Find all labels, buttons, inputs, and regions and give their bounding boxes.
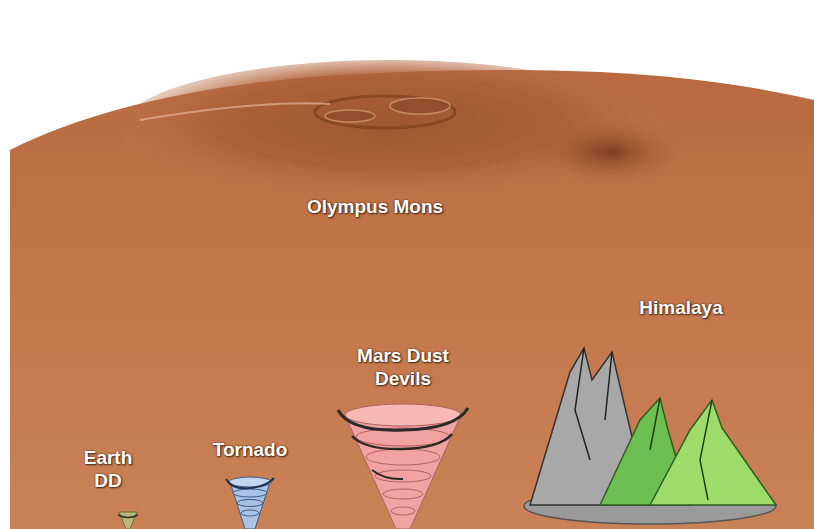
mars-dust-devil	[338, 404, 468, 529]
object-label: Olympus Mons	[307, 195, 443, 218]
caldera	[390, 98, 450, 114]
himalaya-mountains	[524, 348, 776, 524]
object-label: Mars Dust Devils	[344, 344, 462, 390]
caldera	[325, 110, 375, 122]
tornado-funnel	[226, 477, 274, 529]
scarp	[140, 103, 330, 120]
volcano-shadow	[540, 120, 680, 184]
object-label: Earth DD	[77, 446, 139, 492]
caldera	[315, 96, 455, 128]
earth-dust-devil	[118, 512, 138, 529]
object-label: Tornado	[213, 438, 288, 461]
object-label: Himalaya	[639, 296, 722, 319]
